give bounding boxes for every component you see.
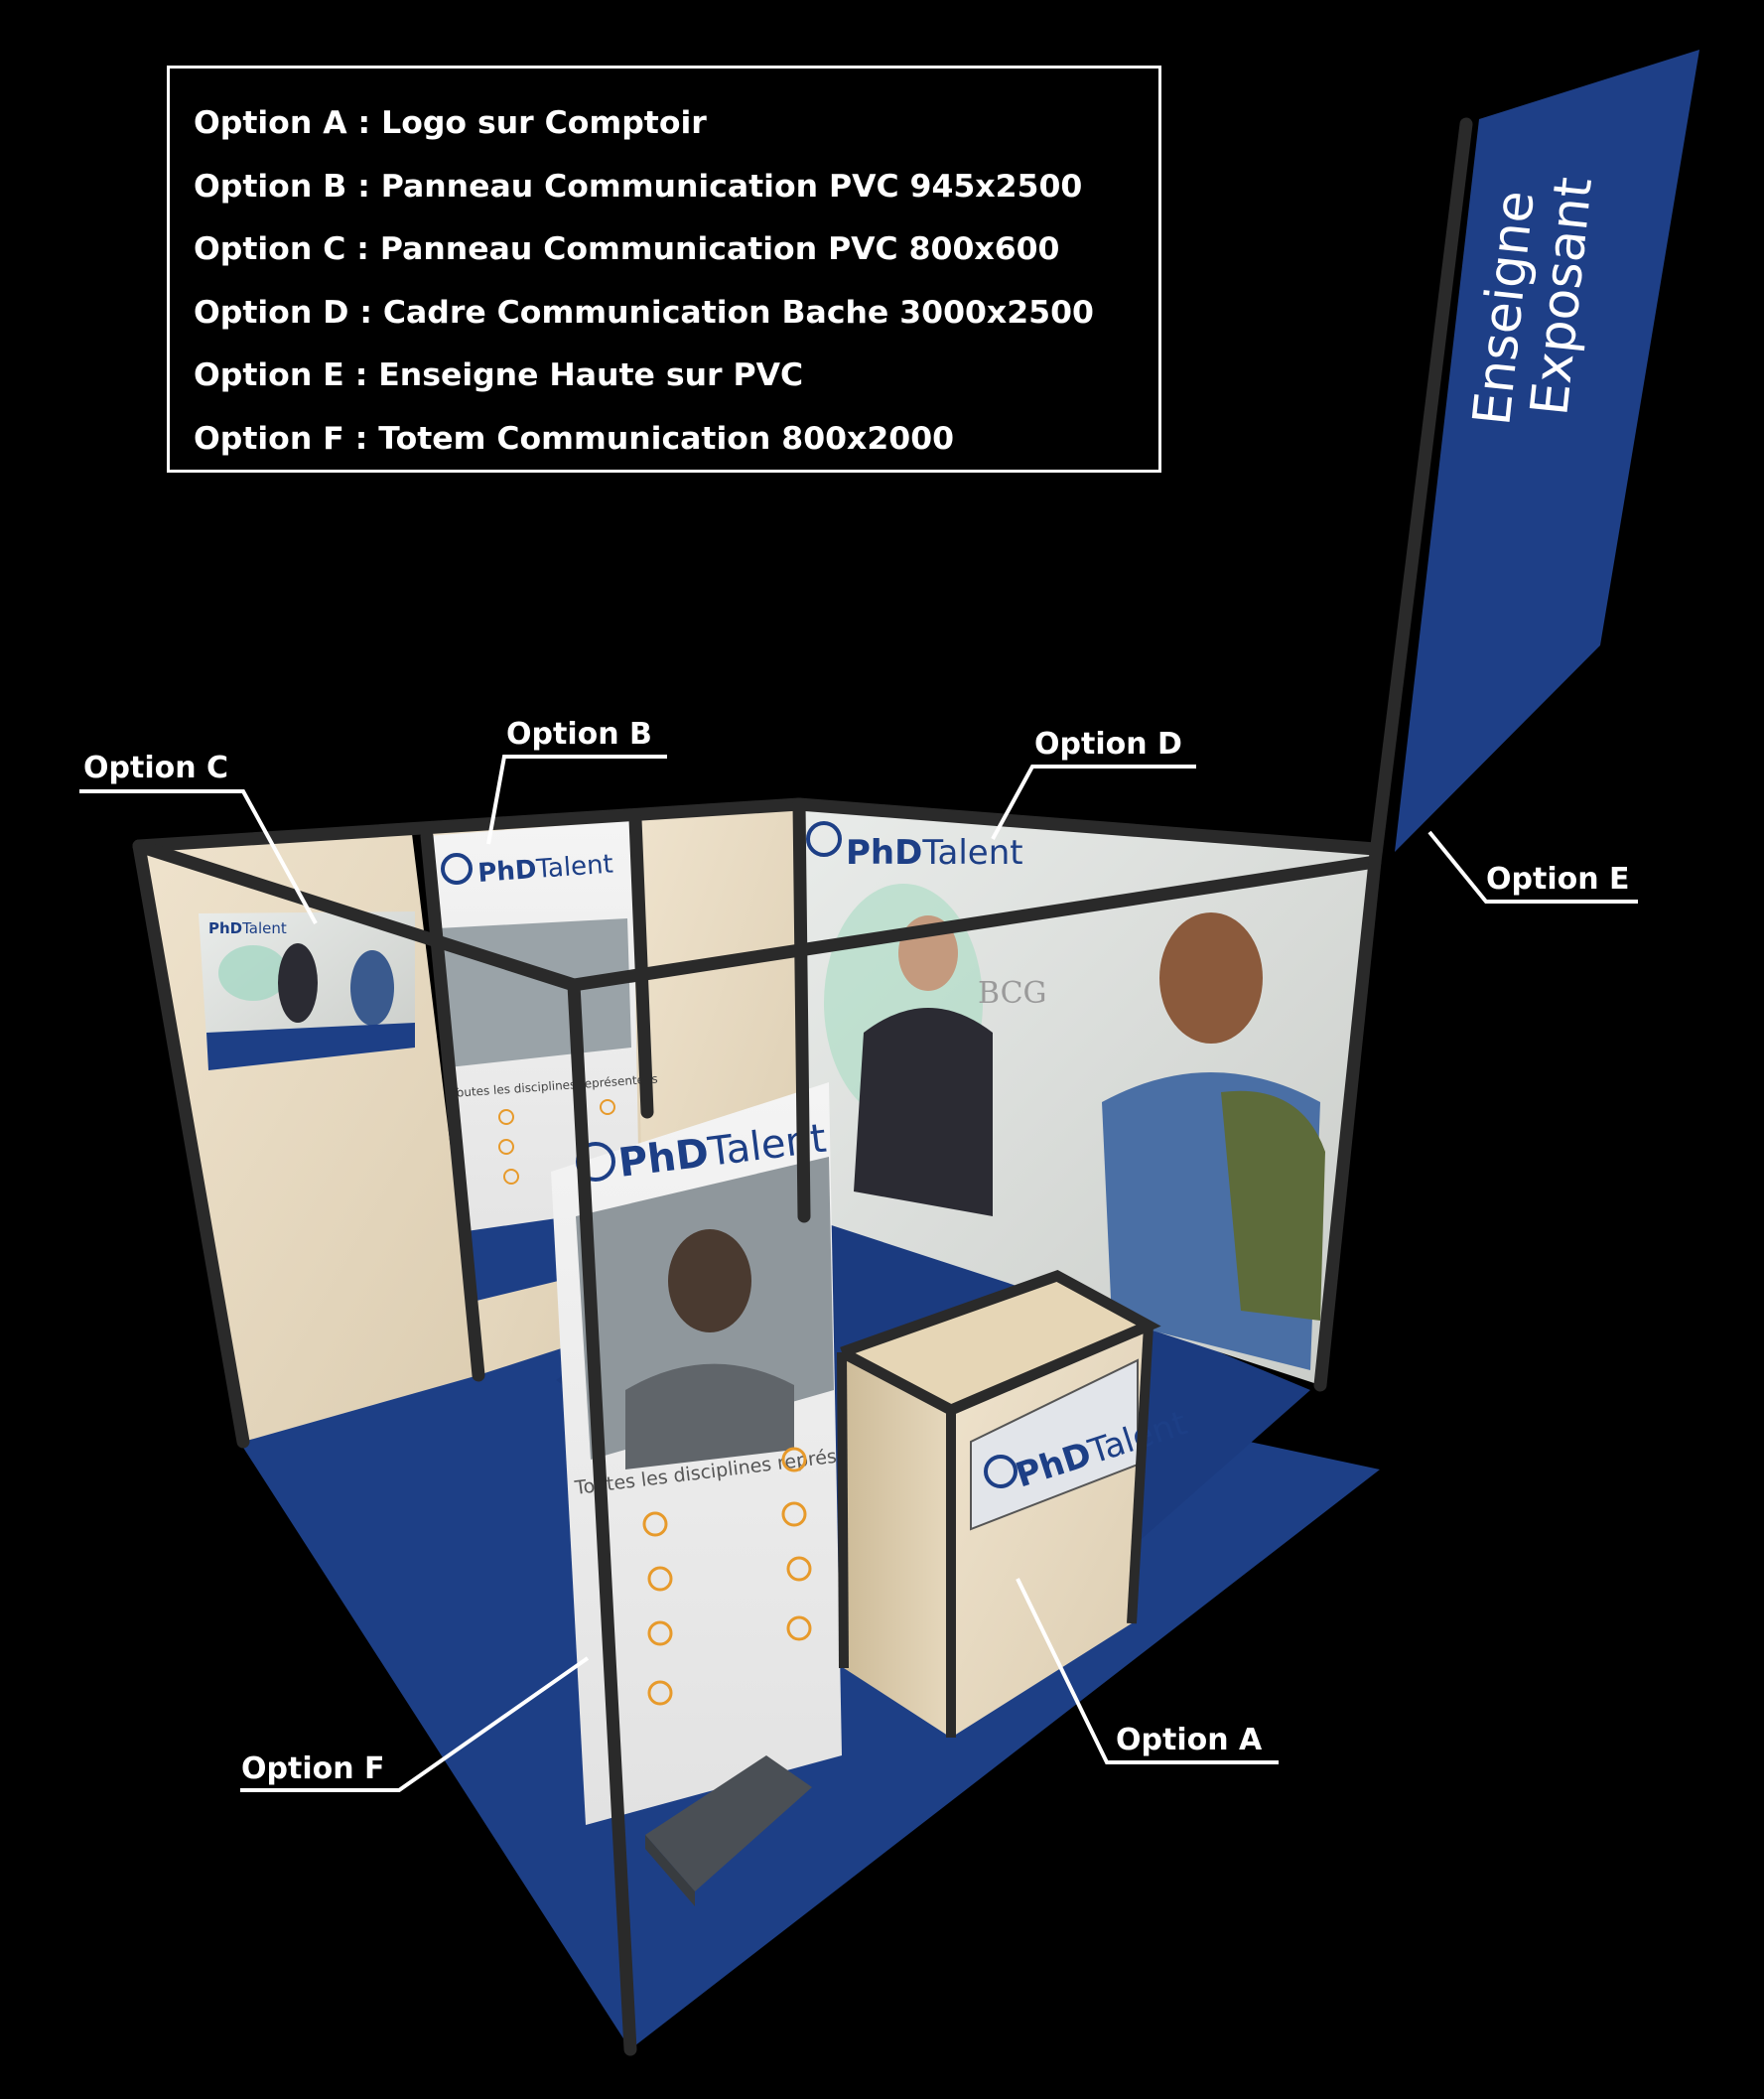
- option-c-panel: PhDTalent: [199, 911, 415, 1070]
- options-legend: Option A : Logo sur Comptoir Option B : …: [167, 66, 1161, 473]
- callout-line-b: [486, 755, 667, 845]
- option-a-counter: PhDTalent: [837, 1269, 1192, 1738]
- option-c-brand-text: PhDTalent: [208, 919, 287, 937]
- legend-option-d: Option D : Cadre Communication Bache 300…: [194, 294, 1094, 331]
- option-d-photo-text: BCG: [978, 976, 1047, 1011]
- callout-line-f: [240, 1656, 590, 1792]
- callout-line-e: [1427, 830, 1638, 904]
- callout-line-d: [991, 765, 1196, 840]
- legend-option-f: Option F : Totem Communication 800x2000: [194, 420, 955, 457]
- callout-option-e: Option E: [1486, 862, 1630, 897]
- legend-option-b: Option B : Panneau Communication PVC 945…: [194, 168, 1083, 205]
- callout-line-a: [1016, 1578, 1279, 1764]
- option-f-totem: PhDTalent Toutes les disciplines représe…: [551, 1082, 901, 1906]
- option-d-brand-text: PhDTalent: [846, 833, 1023, 873]
- callout-option-f: Option F: [241, 1751, 385, 1786]
- option-e-sign: Enseigne Exposant: [1395, 50, 1699, 852]
- callout-option-d: Option D: [1034, 727, 1182, 762]
- option-d-banner: BCG PhDTalent: [799, 804, 1375, 1385]
- legend-option-a: Option A : Logo sur Comptoir: [194, 105, 707, 141]
- callout-option-a: Option A: [1116, 1723, 1263, 1757]
- callout-option-c: Option C: [83, 751, 229, 785]
- callout-lines: [79, 755, 1638, 1792]
- option-b-brand-text: PhDTalent: [476, 850, 613, 889]
- callout-option-b: Option B: [506, 717, 652, 752]
- callout-line-c: [79, 789, 318, 924]
- legend-option-e: Option E : Enseigne Haute sur PVC: [194, 357, 804, 393]
- legend-option-c: Option C : Panneau Communication PVC 800…: [194, 231, 1060, 267]
- booth-frame: [132, 117, 1473, 2056]
